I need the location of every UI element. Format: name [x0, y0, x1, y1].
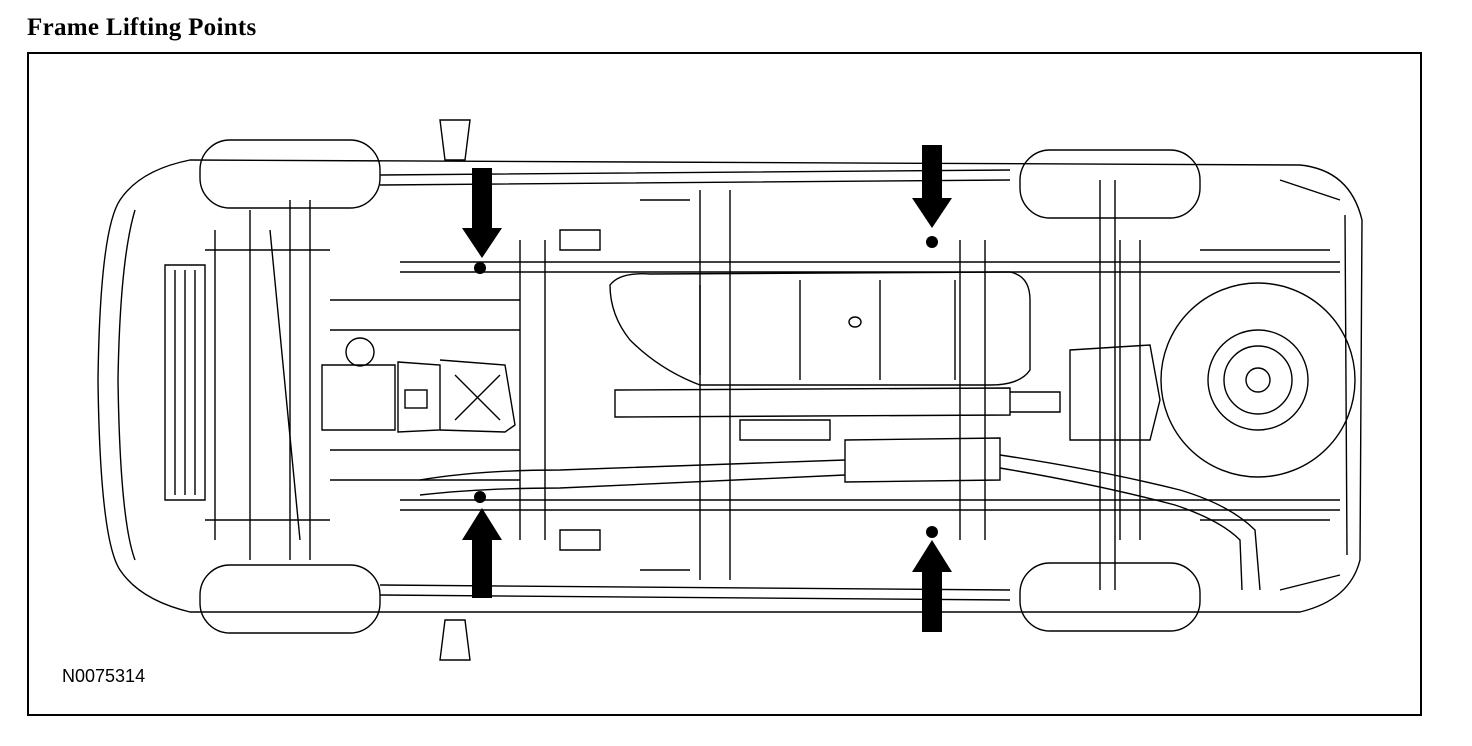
transmission — [397, 361, 441, 433]
differential — [1069, 344, 1161, 441]
down-arrow-icon — [912, 145, 952, 228]
cross-member-2 — [959, 240, 986, 540]
down-arrow-icon — [462, 168, 502, 258]
rear-right-wheel — [1019, 562, 1201, 632]
rear-axle — [1099, 180, 1116, 590]
exhaust-pipe — [419, 459, 846, 496]
front-left-lifting-point — [462, 168, 502, 274]
cross-member-1 — [519, 240, 546, 540]
cross-member-3 — [1119, 240, 1141, 540]
rear-left-wheel — [1019, 149, 1201, 219]
figure-id: N0075314 — [62, 666, 146, 686]
front-right-wheel — [199, 564, 381, 634]
page-title: Frame Lifting Points — [27, 14, 257, 41]
frame-rail-right — [400, 499, 1340, 511]
spare-tire — [1160, 282, 1356, 478]
front-left-wheel — [199, 139, 381, 209]
fuel-tank — [609, 271, 1031, 386]
driveshaft — [614, 387, 1011, 418]
radiator — [164, 264, 206, 501]
body-outline — [97, 159, 1363, 613]
up-arrow-icon — [462, 508, 502, 598]
muffler — [844, 437, 1001, 483]
rear-right-lifting-point — [912, 526, 952, 632]
frame-rail-left — [400, 261, 1340, 273]
up-arrow-icon — [912, 540, 952, 632]
rear-left-lifting-point — [912, 145, 952, 248]
oil-pan — [321, 364, 396, 431]
front-right-lifting-point — [462, 491, 502, 598]
